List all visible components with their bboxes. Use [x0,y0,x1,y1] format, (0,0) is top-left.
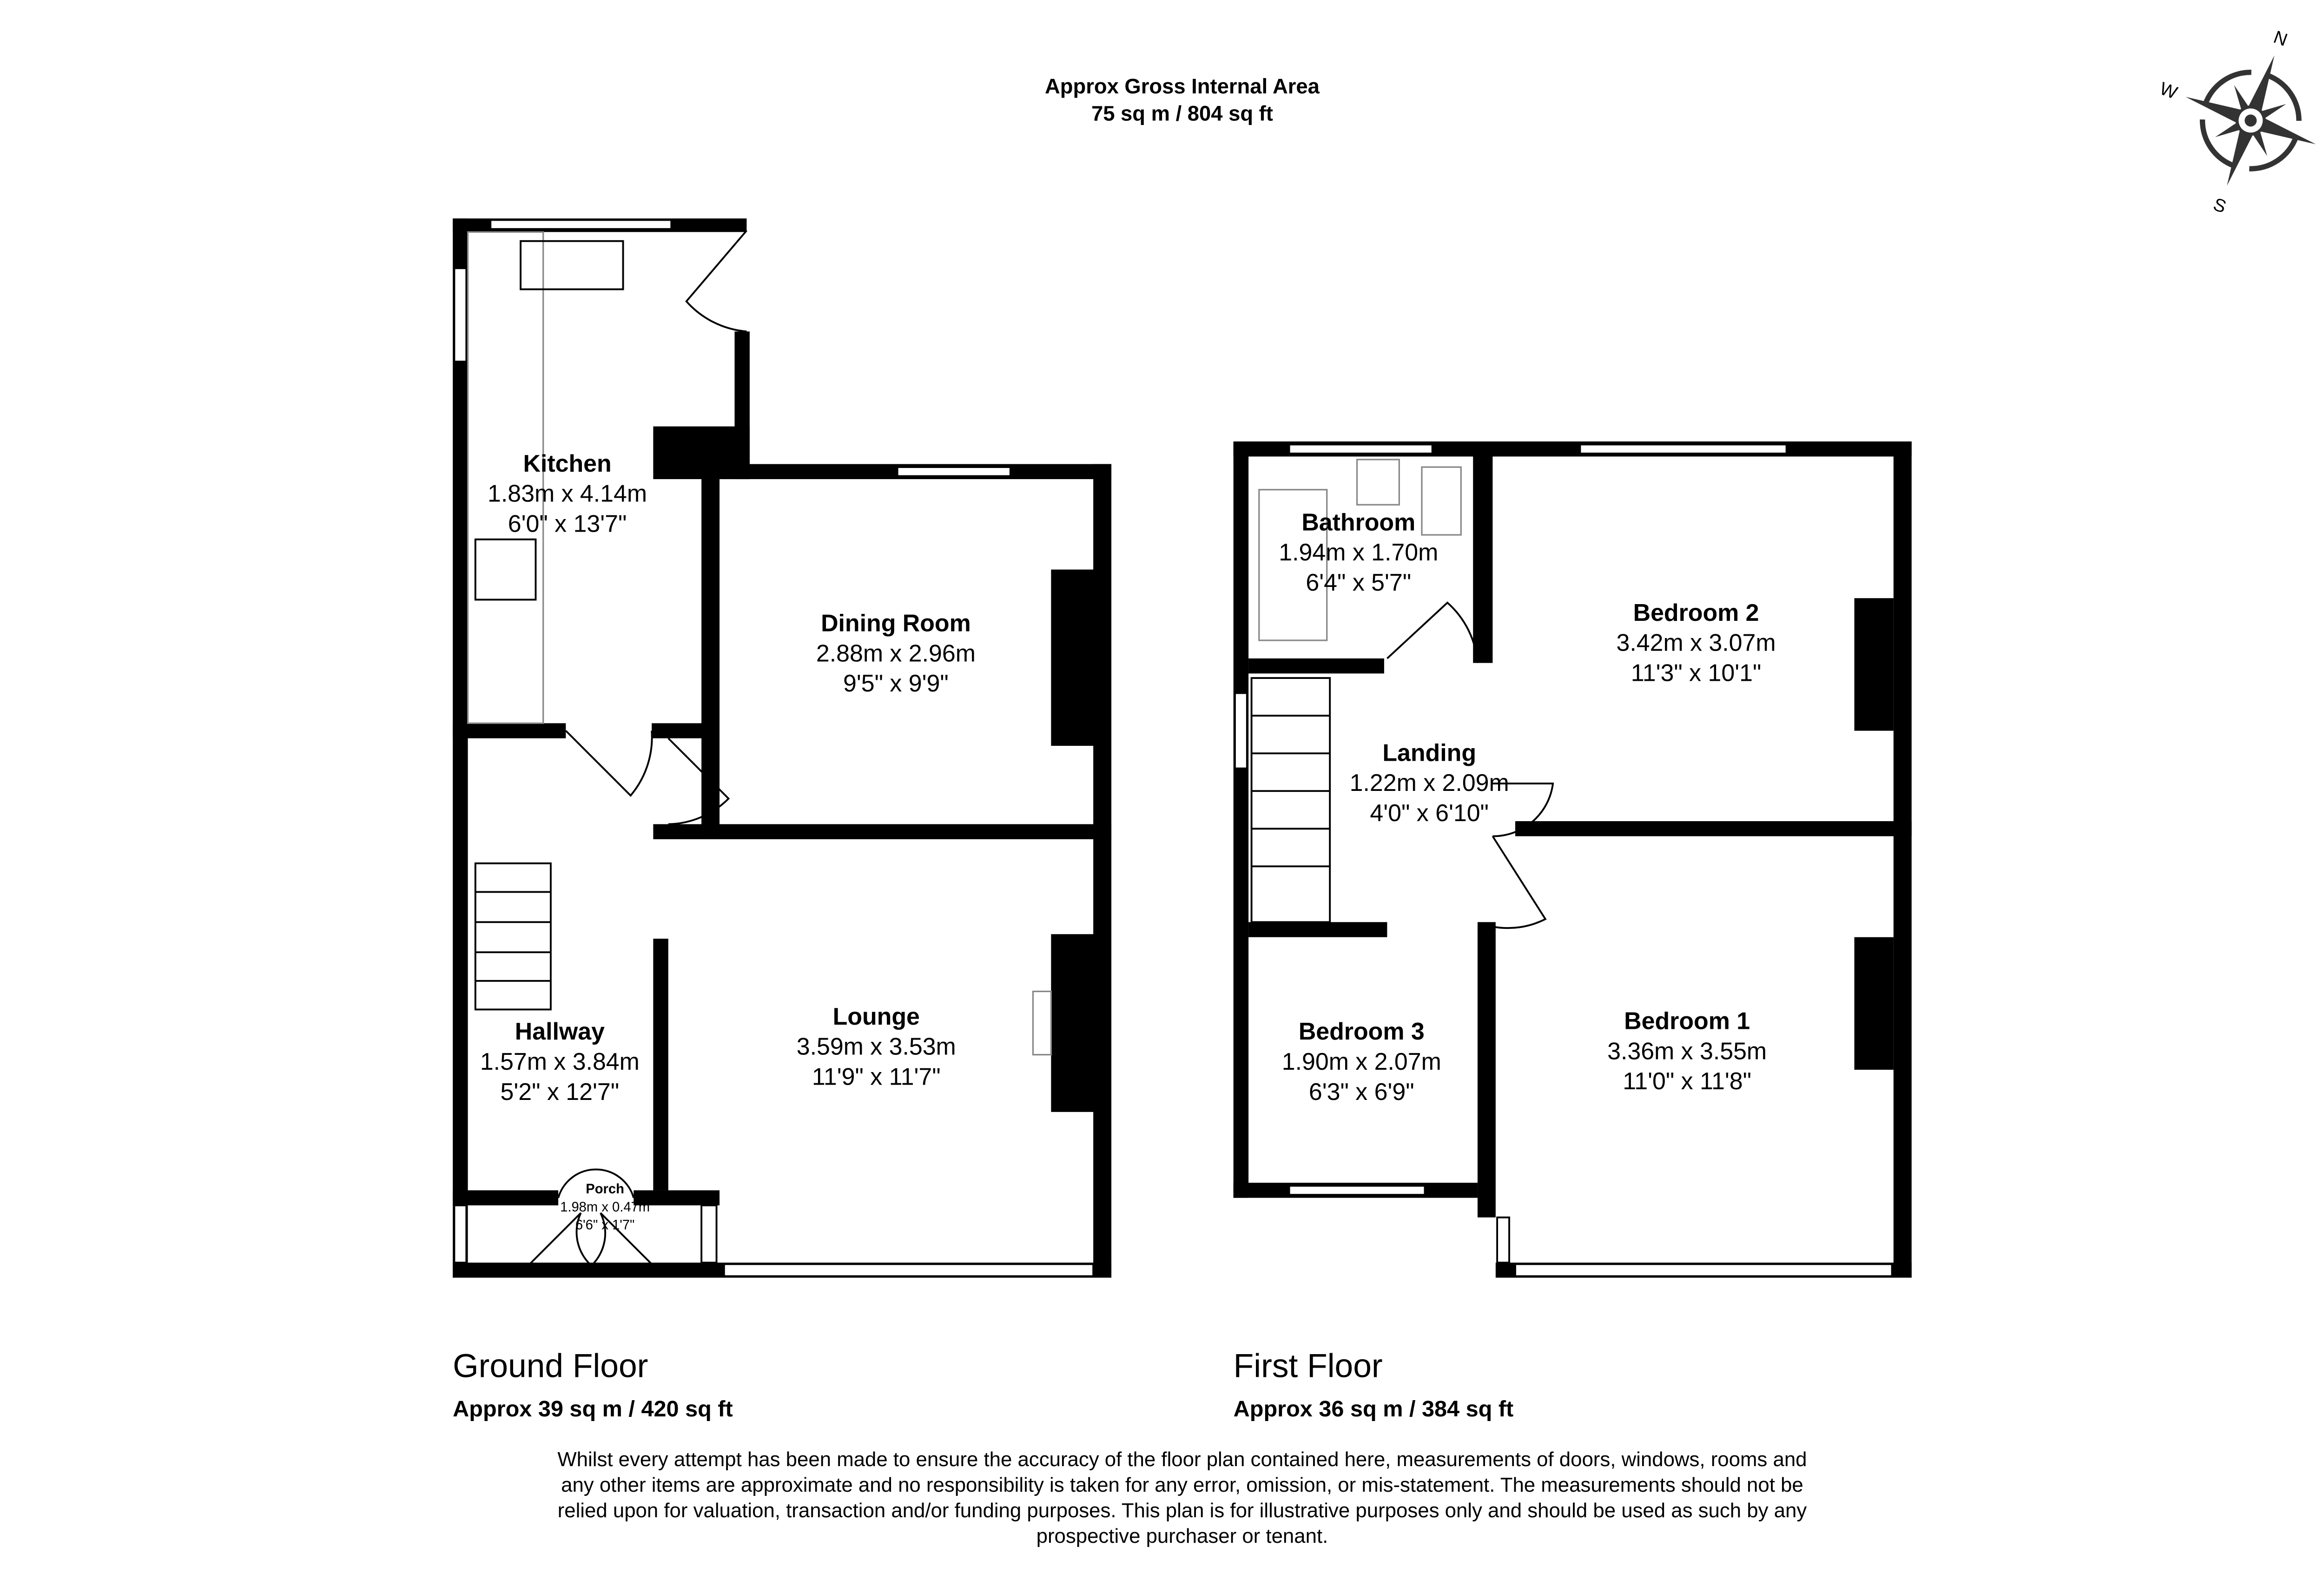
room-metric: 1.57m x 3.84m [480,1048,640,1075]
room-name: Bathroom [1301,508,1415,535]
disclaimer-line: prospective purchaser or tenant. [1037,1525,1328,1547]
compass-n: N [2271,27,2290,50]
room-imperial: 6'3" x 6'9" [1309,1078,1414,1105]
disclaimer-line: Whilst every attempt has been made to en… [557,1448,1807,1471]
room-name: Porch [586,1182,624,1197]
room-name: Bedroom 1 [1624,1007,1750,1034]
room-bedroom-2: Bedroom 2 3.42m x 3.07m 11'3" x 10'1" [1617,599,1776,686]
room-bedroom-1: Bedroom 1 3.36m x 3.55m 11'0" x 11'8" [1607,1007,1767,1095]
room-metric: 1.90m x 2.07m [1282,1048,1441,1075]
header-title: Approx Gross Internal Area [1045,74,1320,98]
room-bedroom-3: Bedroom 3 1.90m x 2.07m 6'3" x 6'9" [1282,1018,1441,1105]
room-metric: 1.22m x 2.09m [1350,769,1509,796]
ground-floor-area: Approx 39 sq m / 420 sq ft [453,1396,733,1422]
room-metric: 1.83m x 4.14m [488,480,647,507]
first-floor-area: Approx 36 sq m / 384 sq ft [1234,1396,1514,1422]
room-name: Hallway [515,1018,605,1045]
room-name: Bedroom 3 [1299,1018,1425,1045]
room-name: Kitchen [523,450,611,477]
ground-floor-walls [453,218,1112,1278]
room-imperial: 6'4" x 5'7" [1306,569,1411,596]
first-floor-walls [1233,441,1912,1278]
header-area: 75 sq m / 804 sq ft [1091,101,1273,125]
room-metric: 3.42m x 3.07m [1617,629,1776,656]
compass-s: S [2211,194,2229,217]
stairs [474,862,552,1011]
stairs-first-floor [1250,677,1331,923]
room-imperial: 4'0" x 6'10" [1370,799,1489,826]
kitchen-worktop [467,231,544,724]
room-bathroom: Bathroom 1.94m x 1.70m 6'4" x 5'7" [1279,508,1438,596]
room-imperial: 6'0" x 13'7" [508,510,627,537]
room-imperial: 11'3" x 10'1" [1631,659,1762,686]
disclaimer: Whilst every attempt has been made to en… [557,1448,1807,1547]
room-metric: 1.94m x 1.70m [1279,539,1438,566]
room-name: Lounge [833,1003,920,1030]
room-porch: Porch 1.98m x 0.47m 6'6" x 1'7" [560,1182,650,1233]
room-imperial: 9'5" x 9'9" [843,670,949,697]
room-kitchen: Kitchen 1.83m x 4.14m 6'0" x 13'7" [488,450,647,537]
room-imperial: 6'6" x 1'7" [575,1218,635,1233]
room-lounge: Lounge 3.59m x 3.53m 11'9" x 11'7" [797,1003,956,1090]
room-imperial: 11'0" x 11'8" [1623,1067,1751,1094]
room-imperial: 11'9" x 11'7" [812,1063,941,1090]
room-imperial: 5'2" x 12'7" [501,1078,620,1105]
ground-floor-label: Ground Floor [453,1347,648,1384]
room-landing: Landing 1.22m x 2.09m 4'0" x 6'10" [1350,739,1509,826]
room-name: Bedroom 2 [1633,599,1759,626]
room-hallway: Hallway 1.57m x 3.84m 5'2" x 12'7" [480,1018,640,1105]
room-name: Dining Room [821,610,971,637]
room-metric: 1.98m x 0.47m [560,1200,650,1215]
room-dining: Dining Room 2.88m x 2.96m 9'5" x 9'9" [816,610,976,697]
sink-icon [520,240,624,290]
disclaimer-line: relied upon for valuation, transaction a… [558,1499,1807,1522]
compass-w: W [2157,79,2180,103]
room-metric: 3.59m x 3.53m [797,1033,956,1060]
first-floor-label: First Floor [1234,1347,1383,1384]
hob-icon [474,538,537,601]
room-metric: 2.88m x 2.96m [816,639,976,666]
disclaimer-line: any other items are approximate and no r… [561,1474,1803,1496]
room-name: Landing [1382,739,1476,766]
compass-icon: N S W E [2157,27,2324,217]
room-metric: 3.36m x 3.55m [1607,1037,1767,1064]
